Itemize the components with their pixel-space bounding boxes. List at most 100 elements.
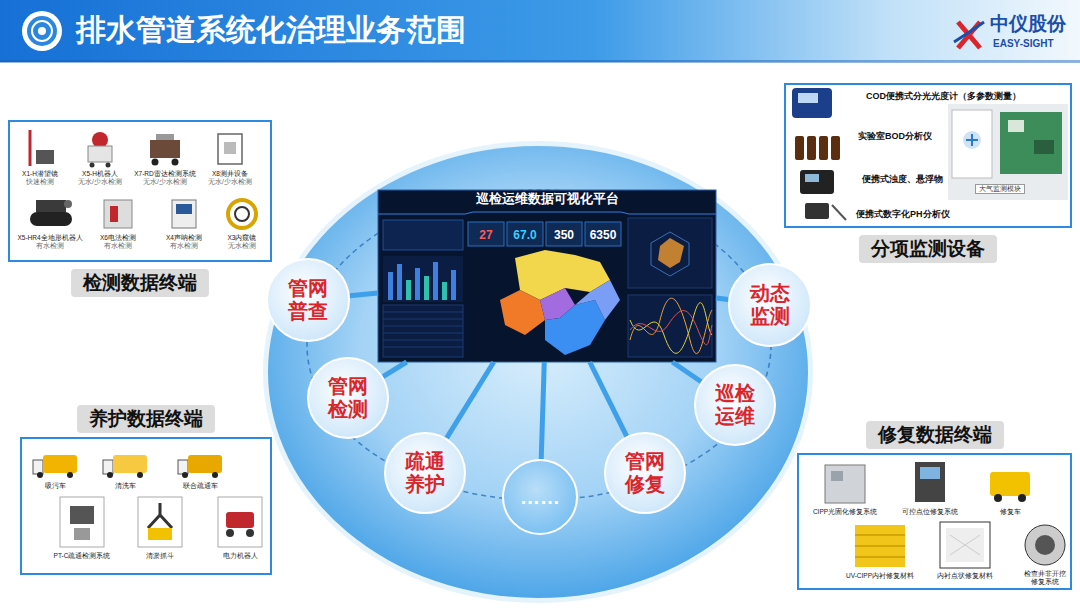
monitor-device-icons [805,174,819,182]
platform-screen-art [628,295,712,357]
panel-ground [20,437,272,575]
circle-text-holder: 疏通养护 [384,432,466,514]
device-name: 清淤抓斗 [146,552,174,560]
label-holder: X4声呐检测 [166,234,202,242]
label-holder: 67.0 [513,228,536,242]
label-holder: X1-H潜望镜 [22,170,58,178]
device-note: 有水检测 [104,242,132,250]
monitor-device-icons [792,88,832,118]
repair-device-icons [825,465,865,503]
circle-label: 管网修复 [623,450,667,496]
device-name: X8测井设备 [212,170,248,178]
monitor-device-icons [819,136,828,160]
monitor-device-icons [795,136,804,160]
device-name: X5-HR4全地形机器人 [17,234,82,242]
label-holder: 6350 [590,228,617,242]
kpi-value: 350 [554,228,574,242]
device-note: 无水/少水检测 [208,178,252,186]
label-holder: 修复车 [1000,508,1021,516]
page-title: 排水管道系统化治理业务范围 [76,11,466,49]
label-holder: 350 [554,228,574,242]
platform-screen-art [415,268,420,300]
panel-heading: 检测数据终端 [71,269,209,297]
circle-shape [385,433,465,513]
business-circle: 疏通养护 [384,432,466,514]
circle-label: 动态监测 [748,282,792,328]
platform-screen-art [442,282,447,300]
panel-ground [784,83,1072,228]
maintenance-device-icons [226,529,234,537]
circle-text-holder: 管网检测 [307,357,389,439]
maintenance-device-icons [178,460,188,474]
maintenance-device-icons [107,472,113,478]
panel-ground [797,453,1072,590]
monitor-device-icons [792,88,1068,220]
platform-screen-art [383,220,463,250]
title-holder: 排水管道系统化治理业务范围 [76,11,466,49]
label-holder: UV-CIPP内衬修复材料 [846,572,914,580]
label-holder: 有水检测 [36,242,64,250]
platform-screen-art [378,190,716,362]
label-holder: 内衬点状修复材料 [937,572,993,580]
label-holder: 无水检测 [228,242,256,250]
title-band [0,0,1080,62]
circle-text-holder: …… [502,459,578,535]
maintenance-device-icons [137,472,143,478]
panel-ground [8,83,1072,590]
platform-screen-art [383,305,463,357]
maintenance-device-icons [60,497,104,547]
circle-shape [503,460,577,534]
circle-text-holder: 管网普查 [266,258,350,342]
maintenance-device-icons [33,460,43,474]
brand-slogan: EASY-SIGHT [993,38,1054,50]
label-holder: 大气监测模块 [975,184,1025,194]
monitor-device-icons [805,203,829,219]
inspection-device-icons [172,159,179,166]
platform-screen-art [383,312,463,347]
monitor-device-icons [963,131,981,149]
platform-screen-art [388,272,393,300]
title-icon [22,11,62,51]
repair-device-icons [1025,525,1065,565]
inspection-device-icons [88,146,112,162]
terminal-panel: 分项监测设备 [784,83,1072,228]
panel-heading: 修复数据终端 [866,421,1004,449]
label-holder: 吸污车 [45,482,66,490]
maintenance-device-icons [226,512,254,528]
spoke-line [383,362,407,377]
device-note: 有水检测 [170,242,198,250]
repair-device-icons [950,535,980,555]
label-holder: X5-HR4全地形机器人 [17,234,82,242]
panel-heading-holder: 检测数据终端 [71,269,209,297]
label-holder: 无水/少水检测 [78,178,122,186]
instrument-name: COD便携式分光光度计（多参数测量） [866,91,1021,102]
platform-screen-art [433,262,438,300]
kpi-value: 27 [479,228,492,242]
material-name: 内衬点状修复材料 [937,572,993,580]
circle-label: …… [518,486,562,509]
maintenance-device-icons [138,497,182,547]
monitor-device-icons [966,134,978,146]
label-holder: 无水/少水检测 [208,178,252,186]
repair-device-icons [940,522,990,568]
panel-heading: 养护数据终端 [77,405,215,433]
platform-screen-art [651,232,689,276]
brand-logo [954,22,984,42]
label-holder: X7-RD雷达检测系统 [134,170,196,178]
label-holder: 无水/少水检测 [143,178,187,186]
label-holder: 电力机器人 [223,552,258,560]
platform-ellipse [263,141,813,603]
business-circle: 管网修复 [604,432,686,514]
platform-screen-art [383,256,463,302]
maintenance-device-icons [67,472,73,478]
device-note: 快速检测 [26,178,54,186]
platform-screen-art [630,311,712,345]
maintenance-device-icons [103,460,113,474]
monitor-device-icons [831,136,840,160]
instrument-name: 便携式数字化PH分析仪 [856,209,950,220]
circle-label: 管网普查 [286,277,330,323]
label-holder: 有水检测 [170,242,198,250]
monitor-device-icons [798,93,818,103]
maintenance-device-icons [33,455,262,547]
